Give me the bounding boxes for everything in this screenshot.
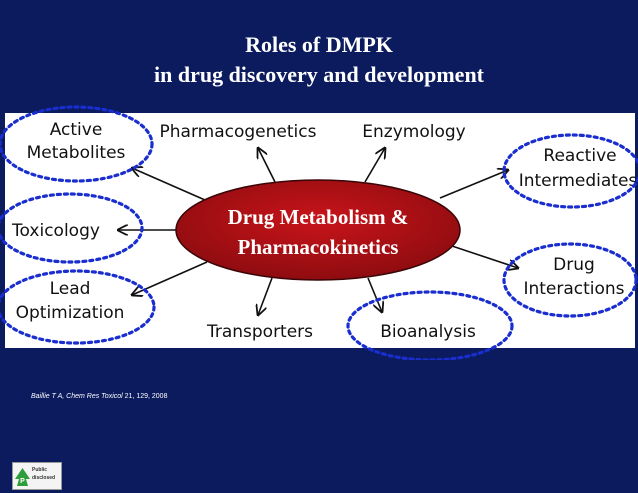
citation-authors: Baillie T A, (31, 393, 65, 400)
node-transporters: Transporters (206, 322, 313, 342)
node-reactive-2: Intermediates (519, 171, 638, 191)
node-active-metabolites-2: Metabolites (27, 143, 126, 163)
node-pharmacogenetics: Pharmacogenetics (160, 122, 317, 142)
arrow-enzymology (364, 148, 385, 183)
center-label-line-2: Pharmacokinetics (238, 235, 399, 259)
tree-p-icon: P (15, 468, 30, 486)
citation: Baillie T A, Chem Res Toxicol 21, 129, 2… (31, 393, 167, 400)
logo-line-2: disclosed (32, 475, 56, 481)
highlight-drug-interactions (502, 242, 638, 318)
logo-line-1: Public (32, 467, 48, 473)
logo-text: Public disclosed (32, 466, 55, 482)
slide-title: Roles of DMPK in drug discovery and deve… (0, 30, 638, 90)
highlight-bioanalysis (346, 290, 514, 360)
citation-journal: Chem Res Toxicol (66, 393, 123, 400)
highlight-reactive-intermediates (502, 133, 638, 209)
center-ellipse (175, 179, 461, 281)
dmpk-diagram: Drug Metabolism & Pharmacokinetics Activ… (0, 105, 638, 360)
citation-details: 21, 129, 2008 (124, 393, 168, 400)
node-reactive-1: Reactive (543, 146, 616, 166)
arrow-transporters (258, 277, 273, 315)
highlight-lead-optimization (0, 269, 156, 345)
arrow-lead-optimization (132, 261, 208, 295)
arrow-reactive-intermediates (439, 170, 508, 199)
arrow-bioanalysis (367, 277, 382, 312)
svg-text:P: P (20, 478, 25, 485)
node-drug-interactions-2: Interactions (523, 279, 624, 299)
arrow-drug-interactions (451, 245, 518, 268)
node-toxicology: Toxicology (11, 221, 100, 241)
title-line-1: Roles of DMPK (245, 32, 393, 57)
highlight-active-metabolites (0, 105, 154, 183)
arrow-active-metabolites (132, 168, 206, 201)
node-lead-2: Optimization (16, 303, 125, 323)
node-enzymology: Enzymology (362, 122, 465, 142)
highlight-toxicology (0, 192, 144, 264)
node-bioanalysis: Bioanalysis (380, 322, 476, 342)
node-drug-interactions-1: Drug (553, 255, 595, 275)
arrow-pharmacogenetics (258, 148, 276, 183)
node-lead-1: Lead (50, 279, 91, 299)
node-active-metabolites-1: Active (50, 120, 103, 140)
center-label-line-1: Drug Metabolism & (228, 205, 409, 229)
title-line-2: in drug discovery and development (153, 62, 485, 87)
public-disclosed-logo: P Public disclosed (12, 462, 62, 490)
